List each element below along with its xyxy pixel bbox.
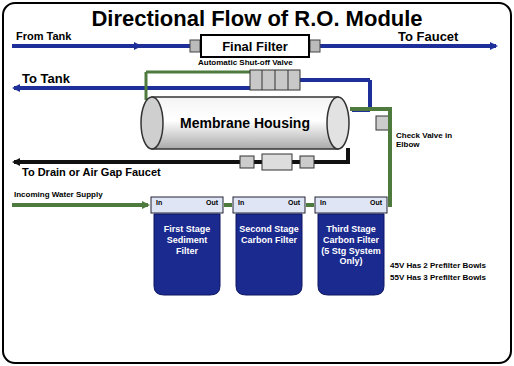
supply-line bbox=[12, 203, 148, 207]
water-tube bbox=[306, 203, 314, 207]
flow-label: 55V Has 3 Prefilter Bowls bbox=[390, 274, 508, 283]
filter-cartridge: Final Filter bbox=[200, 34, 310, 58]
port-label: In bbox=[238, 199, 244, 206]
filter-name: First Stage Sediment Filter bbox=[155, 224, 219, 256]
port-label: Out bbox=[206, 199, 218, 206]
membrane-housing: Membrane Housing bbox=[140, 96, 350, 150]
filter-name: Third Stage Carbon Filter (5 Stg System … bbox=[319, 224, 383, 267]
flow-label: To Drain or Air Gap Faucet bbox=[22, 166, 222, 178]
frame bbox=[3, 3, 511, 363]
node-shape bbox=[232, 196, 306, 296]
housing-name: Membrane Housing bbox=[180, 115, 310, 131]
port-label: In bbox=[320, 199, 326, 206]
flow-label: To Faucet bbox=[398, 30, 498, 44]
flow-label: From Tank bbox=[16, 30, 106, 42]
port-label: Out bbox=[288, 199, 300, 206]
flow-label: To Tank bbox=[22, 72, 122, 86]
filter-name: Second Stage Carbon Filter bbox=[237, 224, 301, 246]
flow-label: 45V Has 2 Prefilter Bowls bbox=[390, 262, 508, 271]
water-tube bbox=[350, 109, 390, 205]
filter-housing: In OutFirst Stage Sediment Filter bbox=[150, 196, 224, 296]
check-valve bbox=[376, 116, 390, 130]
flow-label: Incoming Water Supply bbox=[14, 191, 144, 200]
shut-off-valve bbox=[250, 70, 300, 90]
flow-restrictor bbox=[262, 154, 292, 170]
port-label: Out bbox=[370, 199, 382, 206]
drain-fitting bbox=[240, 156, 254, 168]
filter-name: Final Filter bbox=[222, 39, 288, 54]
flow-label: Automatic Shut-off Valve bbox=[198, 59, 338, 68]
drain-fitting bbox=[300, 156, 314, 168]
port-label: In bbox=[156, 199, 162, 206]
flow-label: Check Valve in Elbow bbox=[396, 132, 456, 150]
filter-housing: In OutSecond Stage Carbon Filter bbox=[232, 196, 306, 296]
water-tube bbox=[224, 203, 232, 207]
filter-housing: In OutThird Stage Carbon Filter (5 Stg Sy… bbox=[314, 196, 388, 296]
title: Directional Flow of R.O. Module bbox=[0, 6, 514, 32]
